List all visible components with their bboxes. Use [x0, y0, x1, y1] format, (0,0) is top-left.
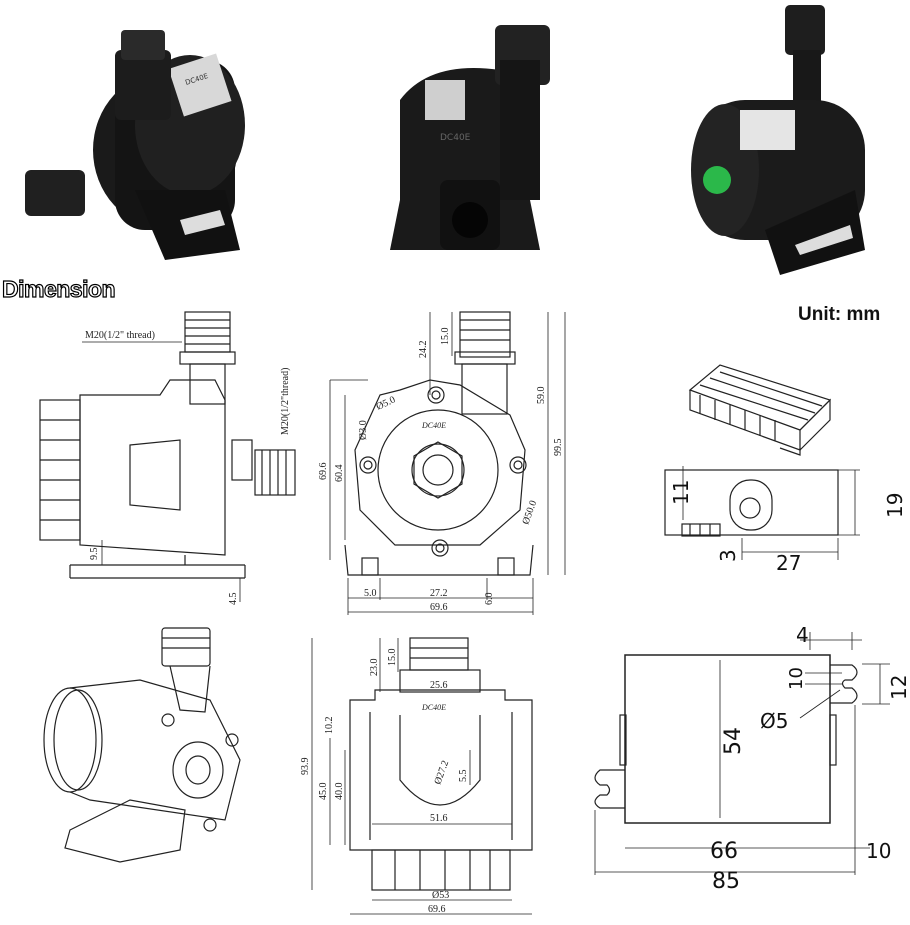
- ctrl-dim-85: 85: [712, 869, 740, 894]
- unit-label: Unit: mm: [798, 304, 881, 325]
- front-dim-15: 15.0: [440, 328, 451, 346]
- ctrl-dim-5: Ø5: [760, 709, 788, 733]
- bottom-dim-93-9: 93.9: [300, 758, 311, 776]
- ctrl-dim-3: 3: [716, 549, 740, 562]
- side-view-drawing: [39, 311, 296, 602]
- front-dim-24-2: 24.2: [418, 341, 429, 359]
- front-dim-69-6h: 69.6: [430, 602, 448, 613]
- front-dim-6-0: 6.0: [484, 593, 495, 606]
- bottom-dim-27-2: Ø27.2: [432, 759, 451, 786]
- ctrl-dim-19: 19: [883, 493, 907, 518]
- ctrl-dim-54: 54: [721, 727, 746, 755]
- bottom-brand: DC40E: [421, 703, 446, 712]
- front-dim-3-0: Ø3.0: [358, 420, 369, 440]
- side-dim-9-5: 9.5: [89, 548, 100, 561]
- front-dim-5-0: Ø5.0: [375, 394, 398, 412]
- front-dim-27-2: 27.2: [430, 588, 448, 599]
- ctrl-dim-66: 66: [710, 839, 738, 864]
- pump-photo-1: DC40E: [25, 30, 245, 260]
- ctrl-dim-27: 27: [776, 551, 801, 575]
- side-dim-4-5: 4.5: [228, 593, 239, 606]
- front-dim-69-6v: 69.6: [318, 463, 329, 481]
- bottom-dim-45: 45.0: [318, 783, 329, 801]
- bottom-dim-25-6: 25.6: [430, 680, 448, 691]
- controller-iso-drawing: [688, 364, 832, 456]
- ctrl-dim-10a: 10: [786, 667, 807, 690]
- bottom-view-drawing: [311, 637, 533, 915]
- bottom-dim-15: 15.0: [387, 649, 398, 667]
- bottom-dim-51-6: 51.6: [430, 813, 448, 824]
- front-dim-50: Ø50.0: [520, 499, 539, 526]
- ctrl-dim-4: 4: [796, 623, 809, 647]
- bottom-dim-23: 23.0: [369, 659, 380, 677]
- front-dim-59: 59.0: [536, 387, 547, 405]
- side-thread-label-2: M20(1/2"thread): [280, 368, 291, 435]
- bottom-dim-40: 40.0: [334, 783, 345, 801]
- ctrl-dim-10b: 10: [866, 839, 891, 863]
- controller-side-drawing: [664, 466, 860, 560]
- pump-photo-2: DC40E: [390, 25, 550, 250]
- iso-line-drawing: [43, 627, 241, 863]
- bottom-dim-69-6: 69.6: [428, 904, 446, 915]
- side-thread-label: M20(1/2" thread): [85, 330, 155, 341]
- dimension-title: Dimension: [1, 275, 116, 302]
- bottom-dim-53: Ø53: [432, 890, 449, 901]
- front-dim-60-4: 60.4: [334, 465, 345, 483]
- front-brand: DC40E: [421, 421, 446, 430]
- controller-top-drawing: [594, 632, 890, 875]
- front-dim-99-5: 99.5: [553, 439, 564, 457]
- ctrl-dim-11: 11: [669, 480, 693, 505]
- bottom-dim-10-2: 10.2: [324, 717, 335, 735]
- front-dim-5-0b: 5.0: [364, 588, 377, 599]
- ctrl-dim-12: 12: [887, 675, 910, 700]
- front-view-drawing: [329, 311, 566, 615]
- pump-photo-3: [691, 5, 865, 275]
- photo-label-2: DC40E: [440, 133, 471, 143]
- bottom-dim-5-5: 5.5: [458, 770, 469, 783]
